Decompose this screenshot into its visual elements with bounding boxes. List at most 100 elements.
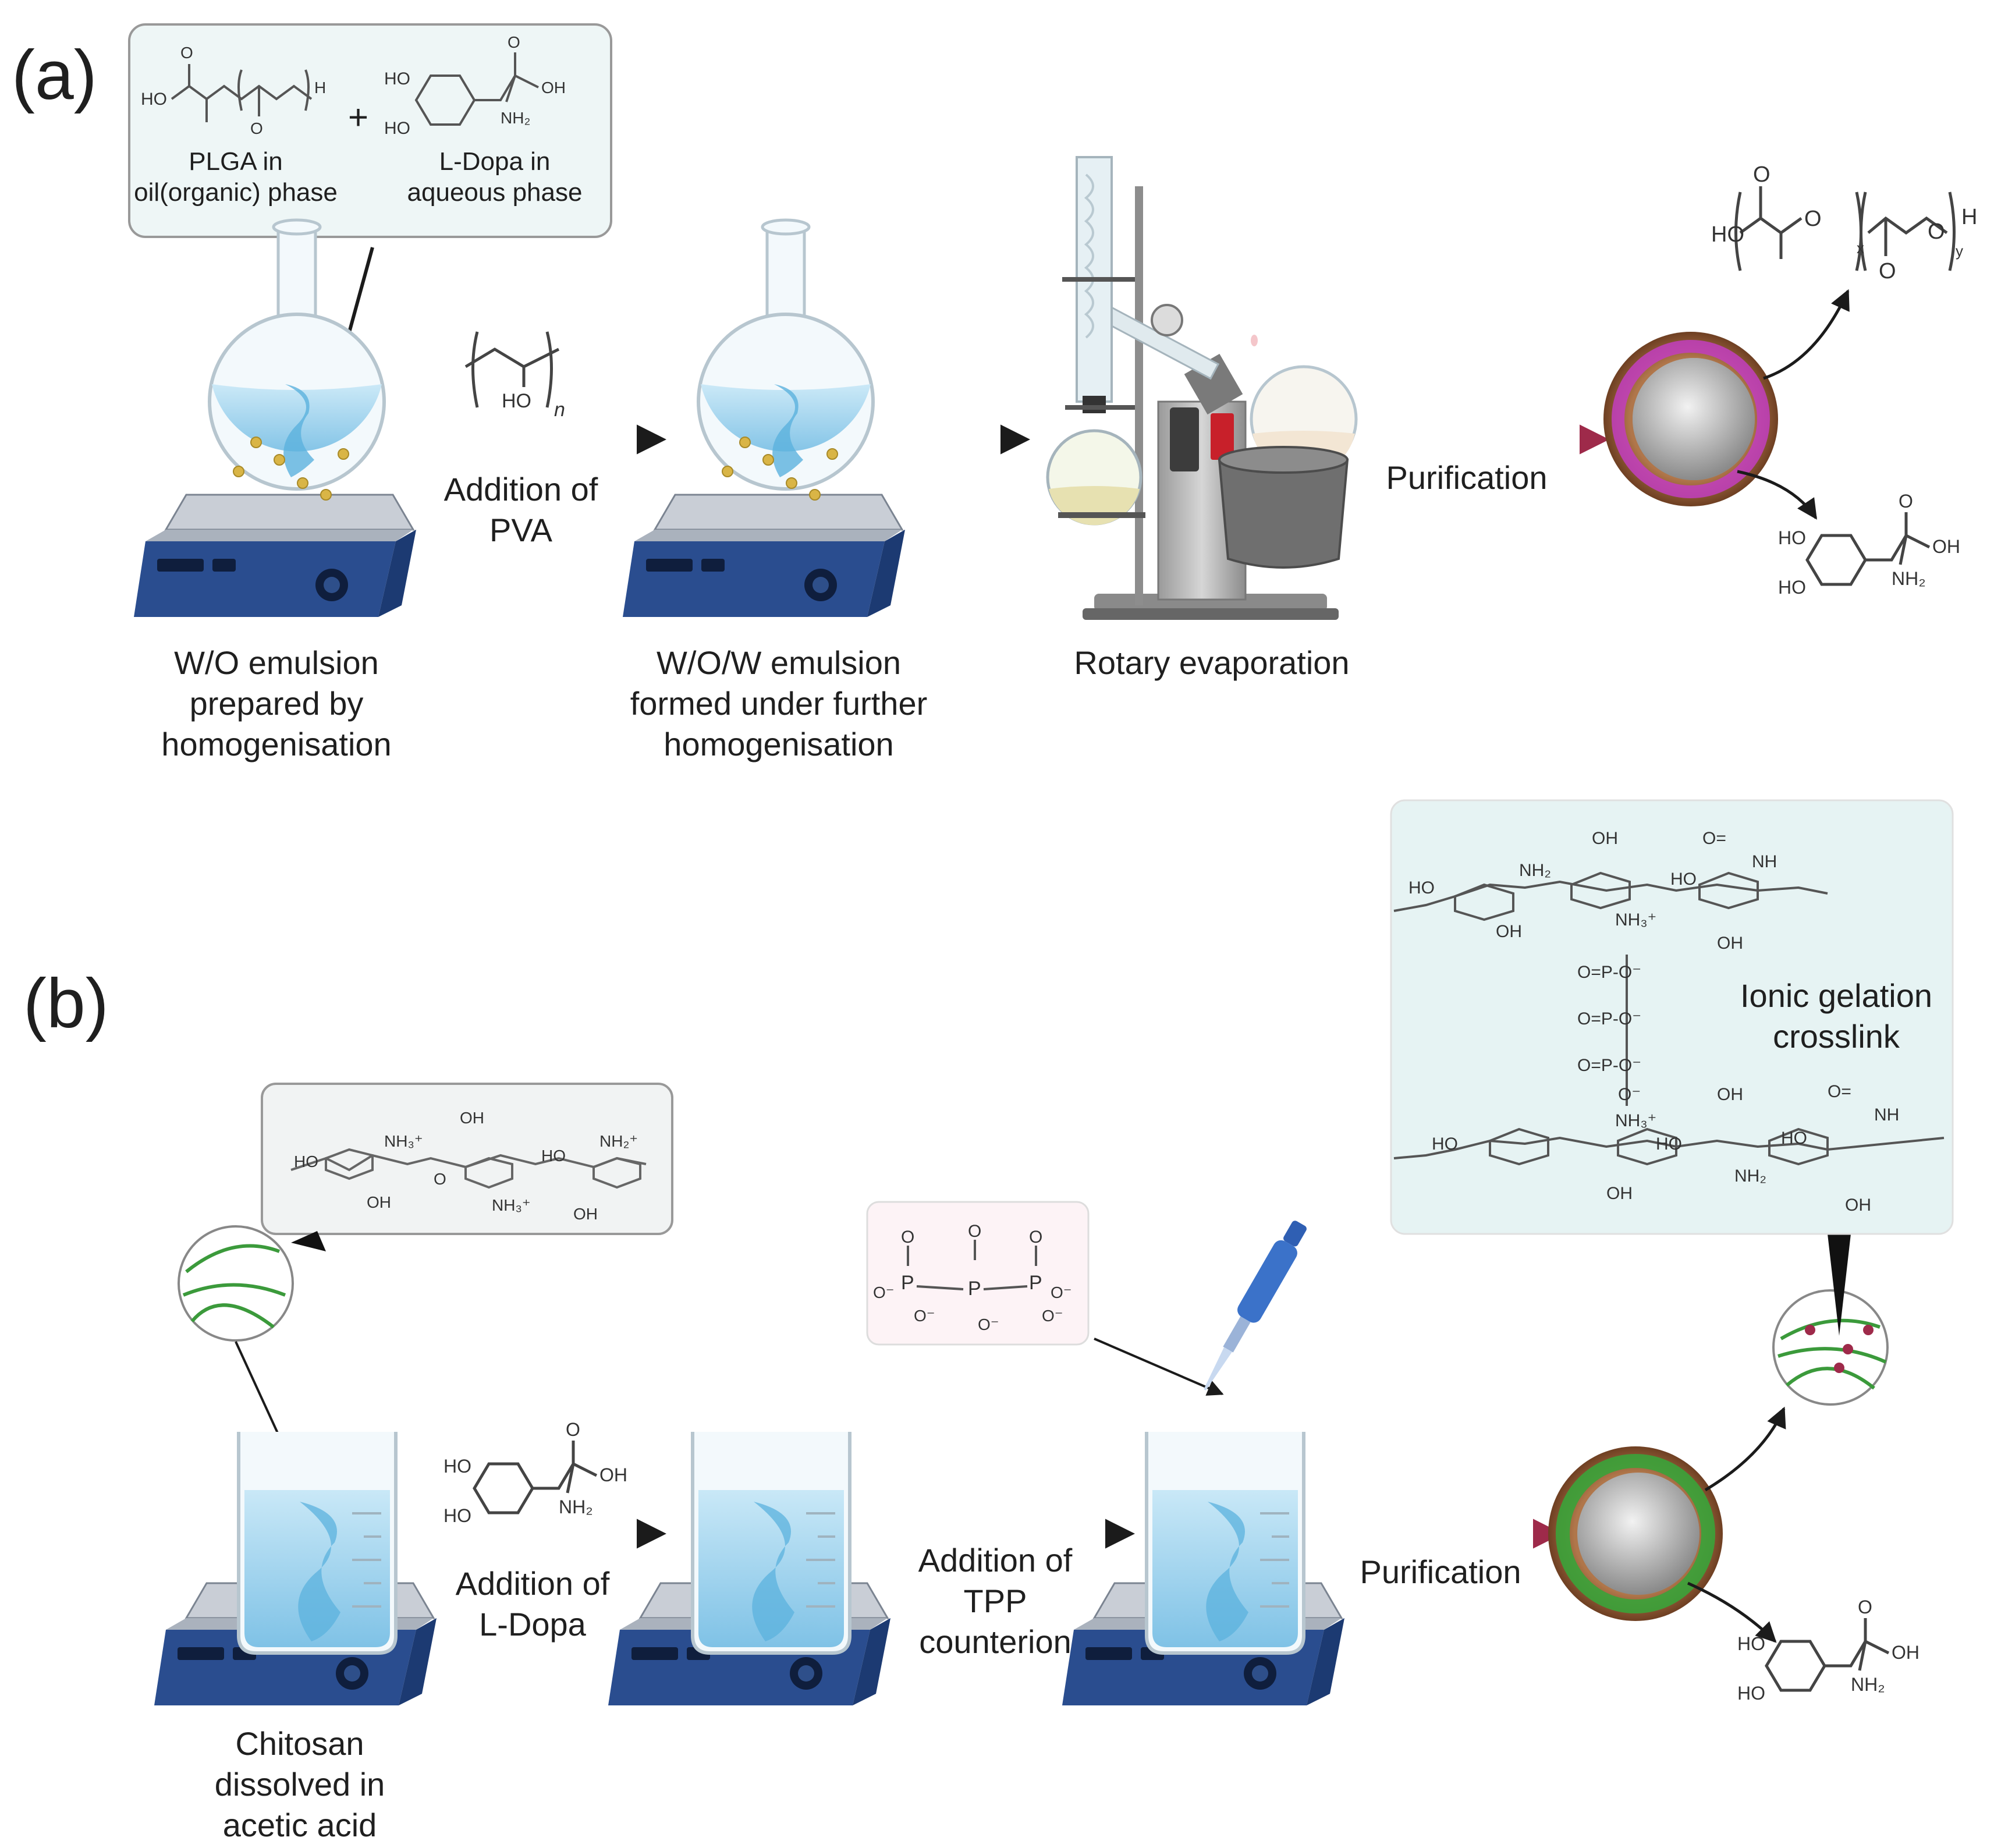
step-a2-line1: W/O/W emulsion bbox=[657, 644, 901, 681]
plga-y: y bbox=[1956, 242, 1963, 260]
step-b3-beaker-stirrer bbox=[1061, 1432, 1346, 1707]
plga-structure bbox=[1734, 186, 1956, 271]
chitosan-oh3: OH bbox=[573, 1205, 598, 1223]
ldopa-a-oh: OH bbox=[1932, 536, 1960, 557]
plga-o2: O bbox=[1804, 207, 1822, 231]
ldopa-b-oh: OH bbox=[1892, 1642, 1920, 1663]
step-a2-flask-stirrer bbox=[622, 220, 906, 618]
svg-text:HO: HO bbox=[1656, 1134, 1682, 1154]
svg-text:HO: HO bbox=[1432, 1134, 1458, 1154]
tpp-p3: P bbox=[1029, 1272, 1042, 1294]
chitosan-oh1: OH bbox=[460, 1109, 484, 1127]
inset-ldopa-line1: L-Dopa in bbox=[439, 147, 551, 176]
tpp-inset: P P P O O O O⁻ O⁻ O⁻ O⁻ O⁻ bbox=[866, 1201, 1090, 1346]
svg-text:OH: OH bbox=[1592, 829, 1618, 848]
arrow-to-plga bbox=[1763, 289, 1850, 380]
arrow-b2-line3: counterion bbox=[919, 1623, 1071, 1660]
svg-text:O: O bbox=[180, 44, 193, 62]
svg-text:OH: OH bbox=[1496, 922, 1522, 941]
arrow-b1-line2: L-Dopa bbox=[479, 1606, 587, 1643]
svg-text:HO: HO bbox=[384, 69, 410, 88]
ldopa-b-o: O bbox=[1858, 1597, 1872, 1618]
ldopa-a-ho2: HO bbox=[1778, 577, 1806, 598]
chitosan-oh2: OH bbox=[367, 1193, 391, 1211]
step-a1-line1: W/O emulsion bbox=[174, 644, 379, 681]
svg-text:O=: O= bbox=[1702, 829, 1726, 848]
pva-n: n bbox=[554, 399, 565, 421]
chitosan-nh3a: NH₃⁺ bbox=[384, 1132, 423, 1150]
tpp-om-left: O⁻ bbox=[873, 1283, 895, 1301]
svg-text:OH: OH bbox=[1606, 1184, 1633, 1203]
inset-plga-line1: PLGA in bbox=[189, 147, 282, 176]
arrow-to-ldopa-a bbox=[1737, 470, 1818, 520]
svg-text:NH₃⁺: NH₃⁺ bbox=[1615, 1111, 1656, 1130]
arrow-to-ldopa-b bbox=[1687, 1581, 1777, 1643]
svg-text:HO: HO bbox=[384, 119, 410, 138]
arrow-b2-line2: TPP bbox=[964, 1583, 1027, 1619]
step-a1-flask-stirrer bbox=[133, 220, 417, 618]
svg-text:OH: OH bbox=[1717, 1085, 1743, 1104]
ldopa-b1-oh: OH bbox=[599, 1464, 627, 1485]
tpp-pointer bbox=[1094, 1338, 1224, 1396]
chitosan-o: O bbox=[434, 1170, 446, 1188]
ldopa-b-nh2: NH₂ bbox=[1851, 1674, 1885, 1695]
tpp-o-top1: O bbox=[901, 1228, 914, 1247]
ldopa-a-ho1: HO bbox=[1778, 527, 1806, 548]
ldopa-b-ho2: HO bbox=[1737, 1683, 1765, 1704]
panel-b-label: (b) bbox=[23, 964, 109, 1042]
step-b1-beaker-stirrer bbox=[153, 1432, 438, 1707]
arrow-to-crosslink-circle bbox=[1704, 1406, 1786, 1492]
inset-plga-line2: oil(organic) phase bbox=[134, 178, 338, 207]
ldopa-b1-ho2: HO bbox=[443, 1505, 471, 1526]
ldopa-b1-o: O bbox=[566, 1419, 580, 1440]
step-a2-line3: homogenisation bbox=[664, 726, 893, 762]
svg-text:NH: NH bbox=[1874, 1105, 1899, 1125]
chitosan-nh2: NH₂⁺ bbox=[599, 1132, 638, 1150]
svg-text:O=P-O⁻: O=P-O⁻ bbox=[1577, 1009, 1641, 1028]
inset-plus: + bbox=[348, 98, 368, 137]
arrow-b1-line1: Addition of bbox=[456, 1565, 610, 1602]
ldopa-a-nh2: NH₂ bbox=[1892, 568, 1926, 589]
svg-text:O: O bbox=[508, 33, 520, 51]
pva-ho: HO bbox=[502, 390, 531, 412]
plga-x: x bbox=[1857, 239, 1864, 257]
tpp-om-b3: O⁻ bbox=[1042, 1307, 1063, 1325]
svg-text:O=P-O⁻: O=P-O⁻ bbox=[1577, 963, 1641, 982]
svg-text:O=P-O⁻: O=P-O⁻ bbox=[1577, 1056, 1641, 1075]
ldopa-structure-arrow bbox=[473, 1441, 598, 1514]
ldopa-structure-b bbox=[1765, 1618, 1890, 1692]
svg-text:NH₃⁺: NH₃⁺ bbox=[1615, 910, 1656, 930]
inset-ldopa-line2: aqueous phase bbox=[407, 178, 583, 207]
svg-text:HO: HO bbox=[1670, 870, 1697, 889]
svg-text:HO: HO bbox=[1408, 878, 1435, 898]
pva-structure bbox=[464, 331, 560, 408]
svg-text:OH: OH bbox=[1845, 1196, 1871, 1215]
svg-text:HO: HO bbox=[1781, 1129, 1807, 1148]
ldopa-b1-nh2: NH₂ bbox=[559, 1496, 593, 1517]
plga-o4: O bbox=[1928, 219, 1945, 244]
chitosan-ho1: HO bbox=[294, 1152, 318, 1170]
chitosan-nanoparticle bbox=[1548, 1446, 1723, 1621]
svg-text:NH₂: NH₂ bbox=[1734, 1166, 1766, 1186]
crosslink-line1: Ionic gelation bbox=[1740, 977, 1932, 1014]
arrow-a1-line1: Addition of bbox=[444, 471, 598, 508]
plga-structure-small bbox=[171, 64, 313, 122]
svg-text:O=: O= bbox=[1828, 1082, 1851, 1101]
tpp-o-top2: O bbox=[968, 1222, 981, 1241]
step-a1-line2: prepared by bbox=[190, 685, 364, 722]
crosslink-box: Ionic gelation crosslink HO NH₂ OH NH₃⁺ … bbox=[1390, 799, 1954, 1235]
svg-text:NH₂: NH₂ bbox=[1519, 861, 1551, 880]
ldopa-structure-inset bbox=[414, 52, 539, 126]
step-a2-line2: formed under further bbox=[630, 685, 927, 722]
plga-o1: O bbox=[1753, 162, 1771, 187]
chitosan-callout-pointer bbox=[291, 1231, 326, 1251]
tpp-p1: P bbox=[901, 1272, 914, 1294]
plga-nanoparticle bbox=[1603, 332, 1778, 506]
step-a1-line3: homogenisation bbox=[161, 726, 391, 762]
panel-a-label: (a) bbox=[12, 36, 97, 114]
ldopa-b1-ho1: HO bbox=[443, 1456, 471, 1477]
ldopa-a-o: O bbox=[1899, 491, 1913, 512]
svg-text:OH: OH bbox=[541, 79, 566, 97]
tpp-o-top3: O bbox=[1029, 1228, 1042, 1247]
